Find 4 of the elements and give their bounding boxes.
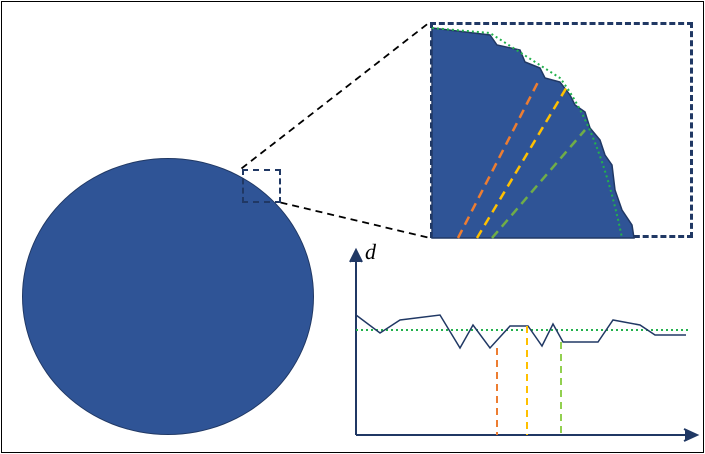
axis-label: d — [365, 240, 376, 264]
zoom-frame — [242, 168, 280, 202]
magnified-edge-drawing — [430, 22, 693, 238]
zoom-line — [280, 202, 430, 239]
